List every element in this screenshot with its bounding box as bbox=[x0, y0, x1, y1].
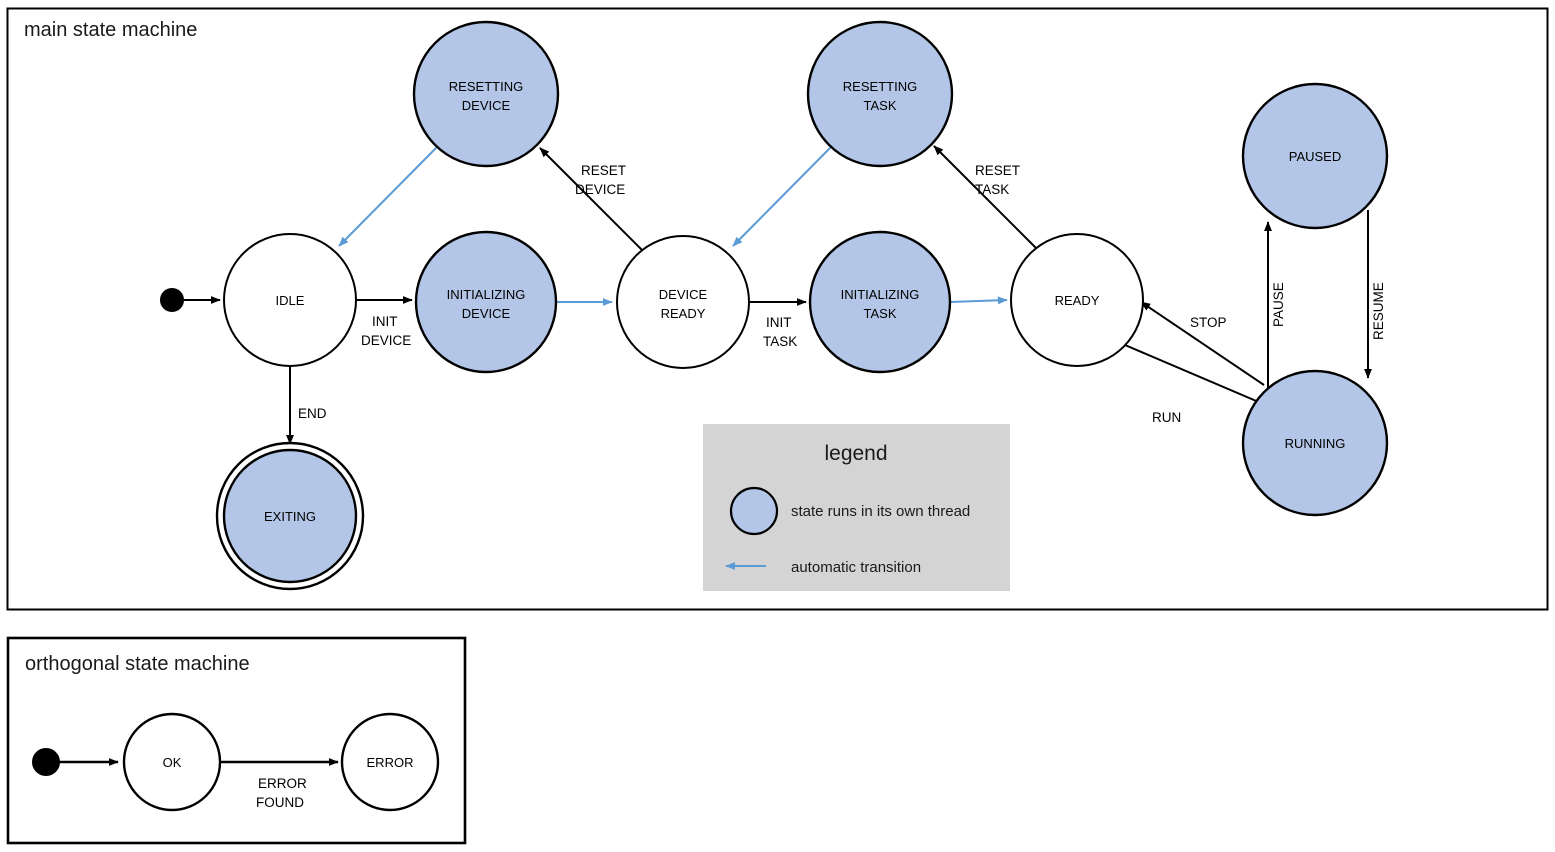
orthogonal-frame: orthogonal state machine ERROR FOUND OK bbox=[6, 636, 467, 845]
state-running[interactable]: RUNNING bbox=[1241, 369, 1389, 517]
state-paused[interactable]: PAUSED bbox=[1241, 82, 1389, 230]
orthogonal-initial-state-marker bbox=[32, 748, 60, 776]
orthogonal-frame-title: orthogonal state machine bbox=[25, 653, 250, 675]
state-idle[interactable]: IDLE bbox=[223, 233, 357, 367]
transition-resettask-devready bbox=[732, 146, 832, 247]
state-error-label: ERROR bbox=[367, 755, 414, 770]
state-initializing-device-label-line2: DEVICE bbox=[462, 306, 511, 321]
state-initializing-task-label-line2: TASK bbox=[864, 306, 897, 321]
transition-label-init-task-line2: TASK bbox=[763, 334, 797, 349]
state-idle-circle[interactable] bbox=[223, 233, 357, 367]
state-running-circle[interactable] bbox=[1241, 369, 1389, 517]
transition-running-stop: STOP bbox=[1140, 301, 1265, 386]
transition-label-reset-device-line2: DEVICE bbox=[575, 182, 625, 197]
state-resetting-device-label-line2: DEVICE bbox=[462, 98, 511, 113]
state-resetting-device-label-line1: RESETTING bbox=[449, 79, 523, 94]
transition-ready-resettask: RESET TASK bbox=[933, 145, 1037, 249]
transition-label-pause: PAUSE bbox=[1271, 282, 1286, 327]
legend-automatic-transition-text: automatic transition bbox=[791, 559, 921, 576]
transition-idle-init-device: INIT DEVICE bbox=[356, 296, 413, 348]
main-frame-title: main state machine bbox=[24, 19, 197, 41]
main-transitions: INIT DEVICE END RESET DEVICE bbox=[184, 145, 1386, 445]
transition-label-end: END bbox=[298, 406, 327, 421]
legend-threaded-state-swatch bbox=[729, 486, 779, 536]
state-ready-label: READY bbox=[1055, 293, 1100, 308]
state-exiting[interactable]: EXITING bbox=[215, 441, 365, 591]
transition-label-reset-task-line1: RESET bbox=[975, 163, 1020, 178]
legend-title: legend bbox=[824, 442, 887, 465]
transition-label-init-device-line2: DEVICE bbox=[361, 333, 411, 348]
state-error-circle[interactable] bbox=[340, 712, 440, 812]
transition-label-init-device-line1: INIT bbox=[372, 314, 398, 329]
legend: legend state runs in its own thread auto… bbox=[703, 424, 1010, 591]
state-resetting-device-circle[interactable] bbox=[412, 20, 560, 168]
state-initializing-device-label-line1: INITIALIZING bbox=[447, 287, 526, 302]
state-error[interactable]: ERROR bbox=[340, 712, 440, 812]
state-resetting-task-circle[interactable] bbox=[806, 20, 954, 168]
state-device-ready-circle[interactable] bbox=[616, 235, 750, 369]
state-idle-label: IDLE bbox=[276, 293, 305, 308]
legend-threaded-state-text: state runs in its own thread bbox=[791, 503, 970, 520]
transition-paused-resume: RESUME bbox=[1364, 210, 1386, 379]
transition-label-init-task-line1: INIT bbox=[766, 315, 792, 330]
state-resetting-device[interactable]: RESETTING DEVICE bbox=[412, 20, 560, 168]
state-resetting-task[interactable]: RESETTING TASK bbox=[806, 20, 954, 168]
state-resetting-task-label-line2: TASK bbox=[864, 98, 897, 113]
orthogonal-transitions: ERROR FOUND bbox=[59, 758, 339, 810]
transition-label-error-found-line1: ERROR bbox=[258, 776, 307, 791]
state-initializing-task[interactable]: INITIALIZING TASK bbox=[808, 230, 952, 374]
transition-label-reset-task-line2: TASK bbox=[975, 182, 1009, 197]
transition-ortho-ok-error: ERROR FOUND bbox=[220, 758, 339, 810]
state-paused-label: PAUSED bbox=[1289, 149, 1342, 164]
state-exiting-label: EXITING bbox=[264, 509, 316, 524]
transition-label-reset-device-line1: RESET bbox=[581, 163, 626, 178]
state-exiting-circle[interactable] bbox=[222, 448, 358, 584]
state-initializing-task-label-line1: INITIALIZING bbox=[841, 287, 920, 302]
state-running-label: RUNNING bbox=[1285, 436, 1346, 451]
state-initializing-task-circle[interactable] bbox=[808, 230, 952, 374]
transition-label-error-found-line2: FOUND bbox=[256, 795, 304, 810]
state-device-ready-label-line2: READY bbox=[661, 306, 706, 321]
orthogonal-states: OK ERROR bbox=[32, 712, 440, 812]
initial-state-marker bbox=[160, 288, 184, 312]
transition-inittask-ready bbox=[949, 296, 1008, 305]
state-device-ready-label-line1: DEVICE bbox=[659, 287, 708, 302]
state-ready[interactable]: READY bbox=[1010, 233, 1144, 367]
state-ok[interactable]: OK bbox=[122, 712, 222, 812]
main-states: IDLE RESETTING DEVICE INITIALIZING DEVIC… bbox=[160, 20, 1389, 591]
transition-label-resume: RESUME bbox=[1371, 282, 1386, 340]
transition-idle-end: END bbox=[286, 366, 327, 445]
transition-label-stop: STOP bbox=[1190, 315, 1227, 330]
transition-devready-resetdev: RESET DEVICE bbox=[539, 147, 643, 251]
state-device-ready[interactable]: DEVICE READY bbox=[616, 235, 750, 369]
transition-resetdev-idle bbox=[338, 146, 438, 247]
transition-label-run: RUN bbox=[1152, 410, 1181, 425]
transition-ready-run: RUN bbox=[1124, 344, 1269, 425]
transition-devready-inittask: INIT TASK bbox=[749, 298, 807, 349]
state-ok-circle[interactable] bbox=[122, 712, 222, 812]
state-paused-circle[interactable] bbox=[1241, 82, 1389, 230]
state-initializing-device[interactable]: INITIALIZING DEVICE bbox=[414, 230, 558, 374]
state-ok-label: OK bbox=[163, 755, 182, 770]
state-ready-circle[interactable] bbox=[1010, 233, 1144, 367]
state-resetting-task-label-line1: RESETTING bbox=[843, 79, 917, 94]
state-initializing-device-circle[interactable] bbox=[414, 230, 558, 374]
